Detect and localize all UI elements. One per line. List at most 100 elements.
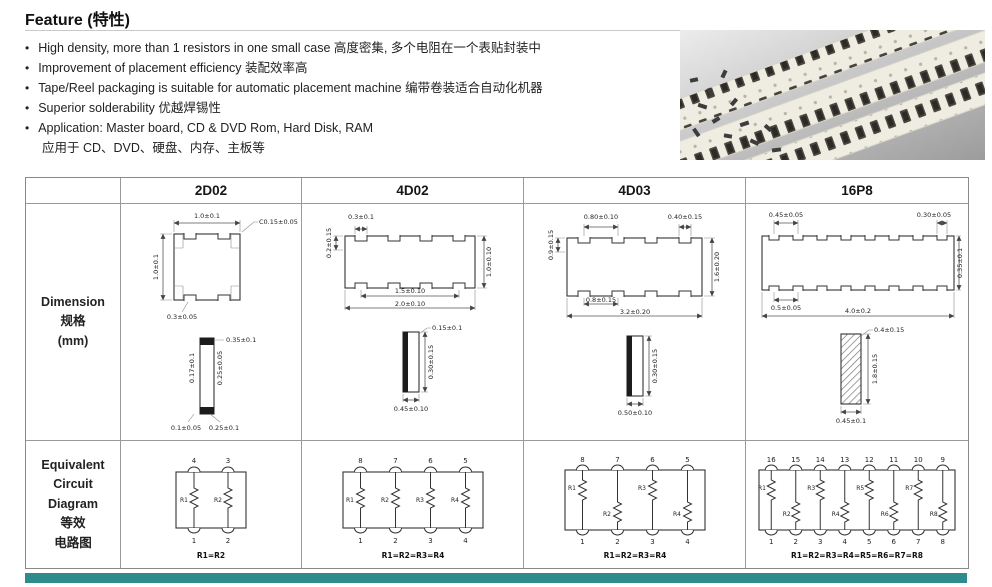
dimension-cell-4d03: 0.80±0.10 0.40±0.15 0.9±0.15 1.6±0.20 0.… xyxy=(524,204,746,441)
pin-number: 2 xyxy=(393,537,397,545)
feature-text: Tape/Reel packaging is suitable for auto… xyxy=(38,81,543,95)
resistor-label: R3 xyxy=(416,497,424,504)
pin-number: 7 xyxy=(916,538,920,546)
resistor-label: R8 xyxy=(930,511,938,518)
dim-label: 1.6±0.20 xyxy=(713,252,721,282)
pin-number: 16 xyxy=(767,456,776,464)
dimension-lines xyxy=(626,335,652,407)
bullet-icon: • xyxy=(25,81,30,95)
dim-label: 0.2±0.15 xyxy=(325,228,333,258)
dimension-lines xyxy=(761,220,962,319)
dimension-drawing-2d02: 1.0±0.1 1.0±0.1 C0.15±0.05 0.3±0.05 0.35… xyxy=(152,212,298,432)
pin-number: 5 xyxy=(685,456,689,464)
table-corner-cell xyxy=(26,178,121,204)
resistor-label: R6 xyxy=(881,511,889,518)
dimension-lines xyxy=(159,220,258,313)
resistor-label: R2 xyxy=(381,497,389,504)
dimension-lines xyxy=(332,226,487,311)
pin-number: 5 xyxy=(463,457,467,465)
pin-number: 1 xyxy=(580,538,584,546)
resistor-label: R4 xyxy=(832,511,840,518)
dim-label: 0.30±0.15 xyxy=(651,349,659,383)
circuit-cell-4d02: 8 7 6 5 1 2 3 4 R1 R2 R3 R4 R1=R2=R3=R4 xyxy=(302,441,524,568)
pin-number: 5 xyxy=(867,538,871,546)
dimension-cell-16p8: 0.45±0.05 0.30±0.05 0.35±0.1 0.5±0.05 4.… xyxy=(746,204,968,441)
feature-list: • High density, more than 1 resistors in… xyxy=(25,38,670,158)
dim-label: 0.5±0.05 xyxy=(771,304,801,312)
pin-number: 8 xyxy=(941,538,945,546)
dimension-lines xyxy=(187,339,224,423)
dim-label: 1.8±0.15 xyxy=(871,354,879,384)
pin-number: 15 xyxy=(791,456,800,464)
pin-number: 12 xyxy=(865,456,874,464)
resistor-label: R1 xyxy=(758,485,766,492)
circuit-cell-16p8: 16 15 14 13 12 11 10 9 1 2 3 4 5 6 7 8 R… xyxy=(746,441,968,568)
pin-number: 3 xyxy=(818,538,822,546)
dim-label: 0.8±0.15 xyxy=(585,296,615,304)
pin-number: 2 xyxy=(794,538,798,546)
circuit-equation: R1=R2=R3=R4 xyxy=(381,551,444,560)
dim-label: 0.4±0.15 xyxy=(874,326,904,334)
row-label-line: Diagram xyxy=(47,496,99,511)
product-photo xyxy=(680,30,985,160)
dim-label: 0.40±0.15 xyxy=(667,213,701,221)
col-header-4d02: 4D02 xyxy=(302,178,524,204)
bullet-icon: • xyxy=(25,61,30,75)
spec-table: 2D02 4D02 4D03 16P8 Dimension 规格 (mm) xyxy=(25,177,969,569)
dimension-drawing-4d03: 0.80±0.10 0.40±0.15 0.9±0.15 1.6±0.20 0.… xyxy=(547,213,721,417)
chip-top-view xyxy=(761,235,955,291)
circuit-cell-2d02: 4 3 1 2 R1 R2 R1=R2 xyxy=(121,441,302,568)
resistor-label: R3 xyxy=(638,485,646,492)
resistor-label: R1 xyxy=(346,497,354,504)
feature-item: • High density, more than 1 resistors in… xyxy=(25,38,670,58)
dim-label: 0.25±0.05 xyxy=(216,351,224,385)
pin-number: 10 xyxy=(914,456,923,464)
row-label-line: (mm) xyxy=(57,333,89,348)
pin-number: 4 xyxy=(685,538,690,546)
dim-label: 1.0±0.1 xyxy=(152,254,160,280)
pin-number: 13 xyxy=(840,456,849,464)
chip-top-view xyxy=(565,237,703,297)
row-label-dimension: Dimension 规格 (mm) xyxy=(26,204,121,441)
col-header-16p8: 16P8 xyxy=(746,178,968,204)
circuit-diagram-2d02: 4 3 1 2 R1 R2 R1=R2 xyxy=(174,457,247,560)
page-title: Feature (特性) xyxy=(25,12,130,29)
electrode-marks xyxy=(173,234,240,300)
resistor-label: R7 xyxy=(905,485,913,492)
row-label-circuit: Equivalent Circuit Diagram 等效 电路图 xyxy=(26,441,121,568)
dimension-cell-4d02: 0.3±0.1 0.2±0.15 1.0±0.10 1.5±0.10 2.0±0… xyxy=(302,204,524,441)
terminal-pad xyxy=(199,338,214,345)
pin-number: 2 xyxy=(225,537,229,545)
resistor-label: R2 xyxy=(214,497,222,504)
dim-label: 0.30±0.15 xyxy=(427,345,435,379)
feature-item: • Tape/Reel packaging is suitable for au… xyxy=(25,78,670,98)
dimension-lines xyxy=(402,327,431,403)
resistor-label: R1 xyxy=(180,497,188,504)
feature-text: Superior solderability 优越焊锡性 xyxy=(38,101,221,115)
pin-number: 4 xyxy=(843,538,848,546)
circuit-outline xyxy=(563,468,706,531)
dim-label: 0.30±0.05 xyxy=(917,211,951,219)
pin-number: 3 xyxy=(225,457,229,465)
pin-number: 4 xyxy=(463,537,468,545)
dimension-lines xyxy=(840,329,873,415)
circuit-outline xyxy=(341,470,484,529)
dim-label: 0.35±0.1 xyxy=(226,336,256,344)
pin-number: 8 xyxy=(358,457,362,465)
pin-number: 1 xyxy=(191,537,195,545)
circuit-outline xyxy=(174,470,247,529)
pin-number: 2 xyxy=(615,538,619,546)
circuit-equation: R1=R2 xyxy=(196,551,224,560)
feature-text: Application: Master board, CD & DVD Rom,… xyxy=(38,121,374,135)
pin-number: 6 xyxy=(428,457,433,465)
circuit-diagram-4d02: 8 7 6 5 1 2 3 4 R1 R2 R3 R4 R1=R2=R3=R4 xyxy=(341,457,484,560)
circuit-outline xyxy=(758,468,956,531)
chip-top-view xyxy=(172,233,241,301)
scattered-chips xyxy=(689,69,782,153)
dim-label: 1.0±0.1 xyxy=(193,212,219,220)
resistor-label: R2 xyxy=(783,511,791,518)
dim-label: 0.25±0.1 xyxy=(208,424,238,432)
dim-label: 0.9±0.15 xyxy=(547,230,555,260)
pin-number: 3 xyxy=(428,537,432,545)
